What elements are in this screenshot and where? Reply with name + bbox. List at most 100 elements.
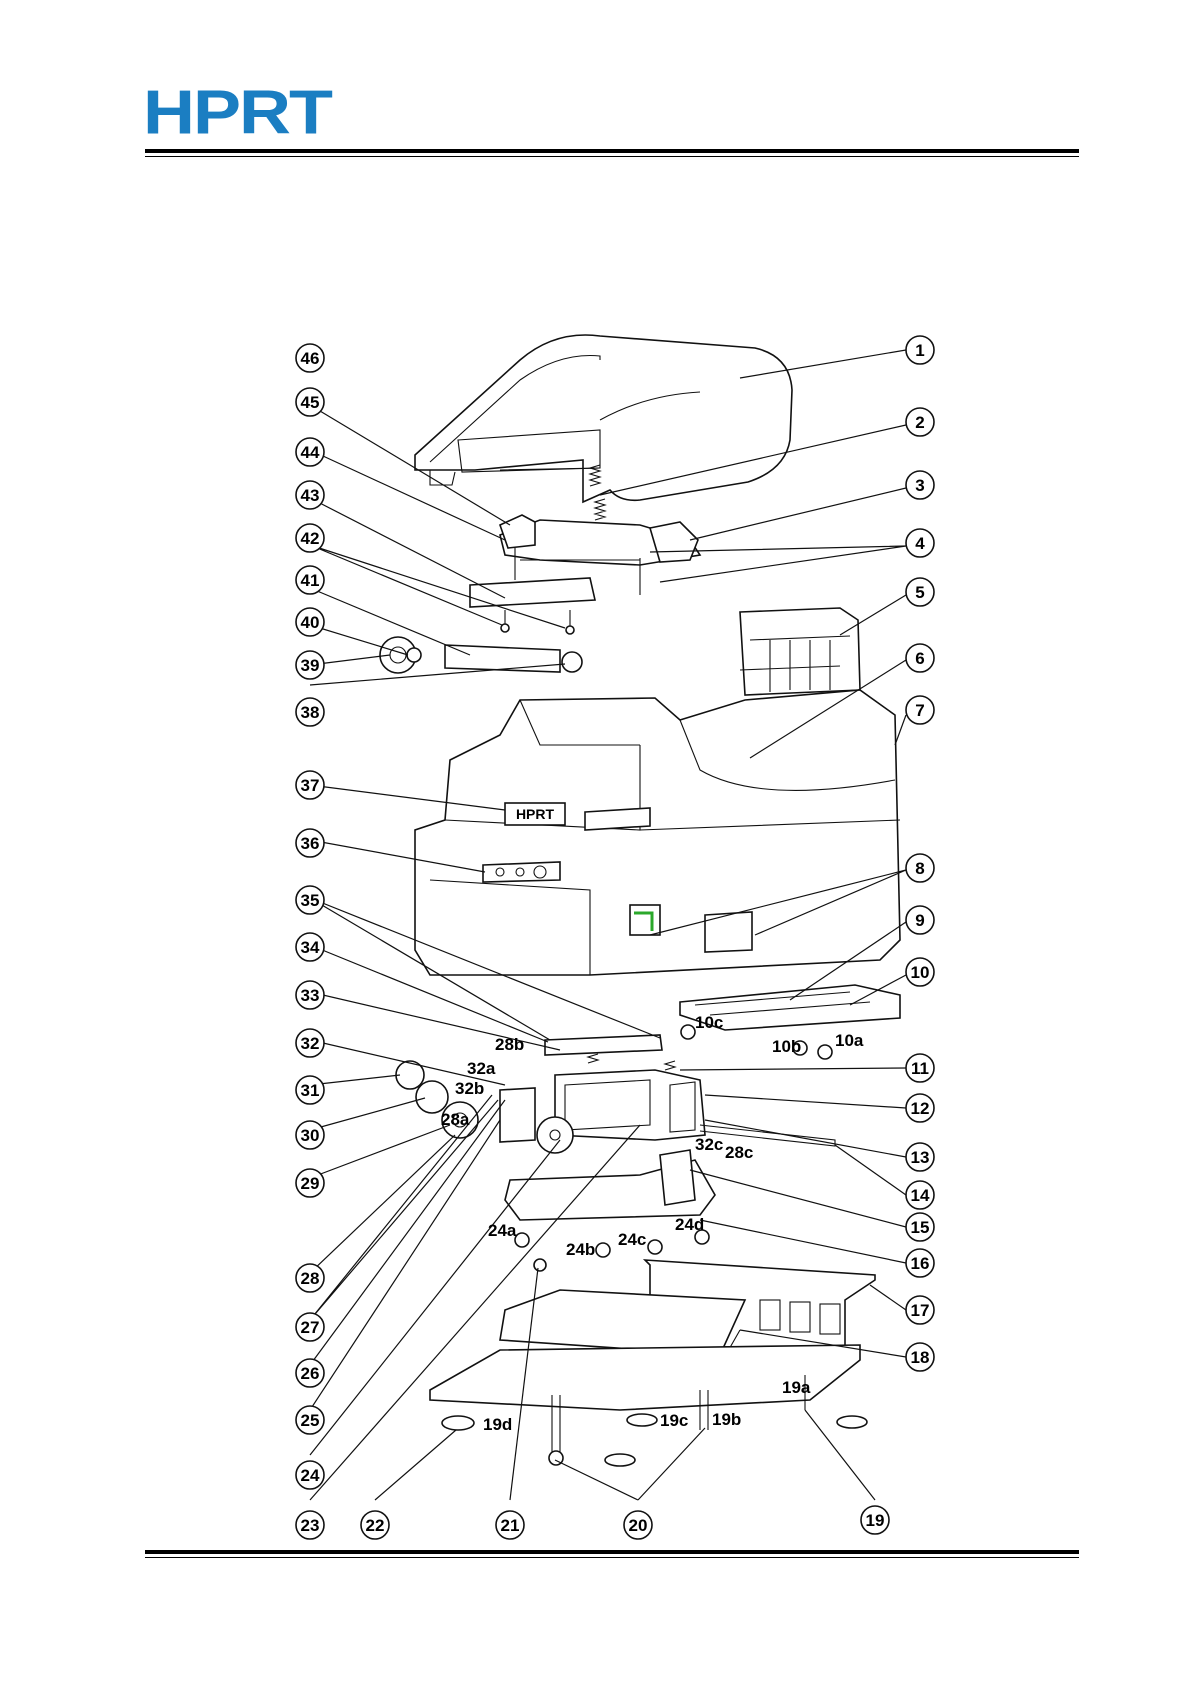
callout-36: 36	[296, 829, 324, 857]
callout-20: 20	[624, 1511, 652, 1539]
sub-label-28b: 28b	[495, 1035, 524, 1054]
sub-label-10c: 10c	[695, 1013, 723, 1032]
callout-3: 3	[906, 471, 934, 499]
callout-32: 32	[296, 1029, 324, 1057]
callout-13: 13	[906, 1143, 934, 1171]
callout-29: 29	[296, 1169, 324, 1197]
callout-16: 16	[906, 1249, 934, 1277]
callout-1: 1	[906, 336, 934, 364]
svg-text:18: 18	[911, 1348, 930, 1367]
callout-40: 40	[296, 608, 324, 636]
callout-37: 37	[296, 771, 324, 799]
svg-text:29: 29	[301, 1174, 320, 1193]
callout-2: 2	[906, 408, 934, 436]
callout-23: 23	[296, 1511, 324, 1539]
svg-text:12: 12	[911, 1099, 930, 1118]
svg-text:14: 14	[911, 1186, 930, 1205]
sub-label-24c: 24c	[618, 1230, 646, 1249]
sub-label-19a: 19a	[782, 1378, 811, 1397]
svg-text:45: 45	[301, 393, 320, 412]
svg-text:38: 38	[301, 703, 320, 722]
svg-text:40: 40	[301, 613, 320, 632]
svg-text:20: 20	[629, 1516, 648, 1535]
callout-22: 22	[361, 1511, 389, 1539]
svg-text:2: 2	[915, 413, 924, 432]
svg-text:17: 17	[911, 1301, 930, 1320]
svg-text:5: 5	[915, 583, 924, 602]
callout-35: 35	[296, 886, 324, 914]
tear-bar	[545, 1035, 662, 1055]
callout-14: 14	[906, 1181, 934, 1209]
callout-4: 4	[906, 529, 934, 557]
svg-text:3: 3	[915, 476, 924, 495]
button-panel	[483, 862, 560, 882]
svg-text:13: 13	[911, 1148, 930, 1167]
sub-label-10a: 10a	[835, 1031, 864, 1050]
svg-text:27: 27	[301, 1318, 320, 1337]
svg-text:25: 25	[301, 1411, 320, 1430]
paper-holder	[740, 608, 860, 695]
motor	[537, 1117, 573, 1153]
power-switch	[705, 912, 752, 952]
svg-text:43: 43	[301, 486, 320, 505]
svg-text:11: 11	[911, 1059, 929, 1078]
svg-text:31: 31	[301, 1081, 320, 1100]
svg-text:42: 42	[301, 529, 320, 548]
callout-44: 44	[296, 438, 324, 466]
callout-39: 39	[296, 651, 324, 679]
bracket-plates	[500, 1290, 745, 1355]
callout-33: 33	[296, 981, 324, 1009]
callout-43: 43	[296, 481, 324, 509]
callout-25: 25	[296, 1406, 324, 1434]
svg-text:26: 26	[301, 1364, 320, 1383]
svg-text:21: 21	[501, 1516, 520, 1535]
svg-text:7: 7	[915, 701, 924, 720]
callout-19: 19	[861, 1506, 889, 1534]
housing-badge-text: HPRT	[516, 806, 555, 822]
platen-roller	[445, 645, 560, 672]
callout-15: 15	[906, 1213, 934, 1241]
callout-26: 26	[296, 1359, 324, 1387]
callout-30: 30	[296, 1121, 324, 1149]
part-shapes	[380, 335, 900, 1466]
svg-text:19: 19	[866, 1511, 885, 1530]
sub-label-32b: 32b	[455, 1079, 484, 1098]
callout-45: 45	[296, 388, 324, 416]
callout-46: 46	[296, 344, 324, 372]
callout-5: 5	[906, 578, 934, 606]
callout-18: 18	[906, 1343, 934, 1371]
sub-label-24b: 24b	[566, 1240, 595, 1259]
callout-12: 12	[906, 1094, 934, 1122]
svg-text:37: 37	[301, 776, 320, 795]
svg-text:33: 33	[301, 986, 320, 1005]
svg-text:34: 34	[301, 938, 320, 957]
callout-17: 17	[906, 1296, 934, 1324]
svg-text:30: 30	[301, 1126, 320, 1145]
svg-text:39: 39	[301, 656, 320, 675]
svg-text:6: 6	[915, 649, 924, 668]
callout-6: 6	[906, 644, 934, 672]
sub-label-32a: 32a	[467, 1059, 496, 1078]
sub-label-28a: 28a	[441, 1110, 470, 1129]
sub-label-24a: 24a	[488, 1221, 517, 1240]
sub-label-32c: 32c	[695, 1135, 723, 1154]
svg-text:41: 41	[301, 571, 320, 590]
svg-text:23: 23	[301, 1516, 320, 1535]
callout-9: 9	[906, 906, 934, 934]
callout-34: 34	[296, 933, 324, 961]
callout-27: 27	[296, 1313, 324, 1341]
svg-text:4: 4	[915, 534, 925, 553]
svg-text:46: 46	[301, 349, 320, 368]
svg-text:8: 8	[915, 859, 924, 878]
callout-8: 8	[906, 854, 934, 882]
svg-text:9: 9	[915, 911, 924, 930]
svg-text:1: 1	[915, 341, 924, 360]
callout-42: 42	[296, 524, 324, 552]
svg-text:22: 22	[366, 1516, 385, 1535]
sub-label-19c: 19c	[660, 1411, 688, 1430]
svg-text:24: 24	[301, 1466, 320, 1485]
callout-21: 21	[496, 1511, 524, 1539]
callout-11: 11	[906, 1054, 934, 1082]
svg-text:35: 35	[301, 891, 320, 910]
sub-label-10b: 10b	[772, 1037, 801, 1056]
